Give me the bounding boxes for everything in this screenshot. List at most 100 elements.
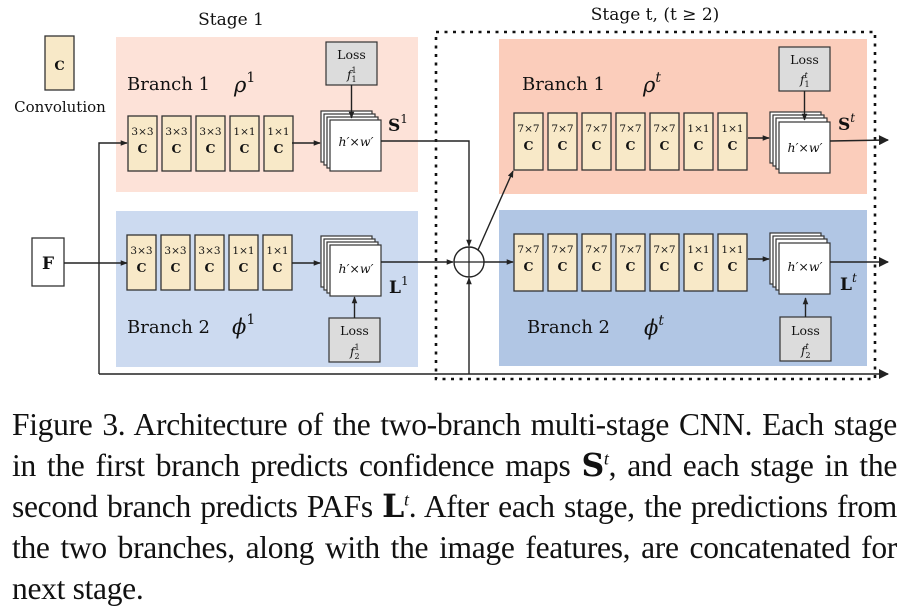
staget-branch1-feature-map: h′×w′ [769,111,831,174]
stage1-output-s: S1 [388,112,408,136]
input-features-box: F [31,237,65,287]
conv-block: 3×3C [161,115,192,172]
feature-size-label: h′×w′ [788,259,823,274]
conv-block: 7×7C [649,112,680,171]
staget-output-l: Lt [840,271,857,295]
svg-text:Loss: Loss [790,52,819,67]
conv-kernel-size: 7×7 [585,123,607,135]
input-label: F [42,254,54,274]
stage1-branch1-feature-map: h′×w′ [320,110,382,172]
staget-branch2-label: Branch 2 [527,317,610,338]
svg-text:f2t: f2t [800,342,811,360]
conv-block: 7×7C [615,112,646,171]
conv-block: 3×3C [160,234,191,291]
stage1-branch1-loss: Loss f11 [325,41,378,86]
conv-letter: C [524,259,534,274]
staget-branch1-conv-stack: 7×7C7×7C7×7C7×7C7×7C1×1C1×1C [513,112,748,171]
conv-kernel-size: 3×3 [131,126,153,138]
conv-letter: C [660,138,670,153]
conv-kernel-size: 1×1 [267,126,289,138]
staget-dotted-border [434,30,877,381]
conv-kernel-size: 3×3 [164,245,186,257]
stage1-branch2-loss: Loss f21 [328,317,381,363]
conv-block: 1×1C [262,234,293,291]
conv-block: 7×7C [581,233,612,292]
svg-text:Loss: Loss [340,323,369,338]
conv-letter: C [240,141,250,156]
staget-branch2-symbol: ϕt [644,313,664,340]
conv-kernel-size: 1×1 [687,244,709,256]
conv-kernel-size: 1×1 [232,245,254,257]
conv-letter: C [728,259,738,274]
staget-branch2-conv-stack: 7×7C7×7C7×7C7×7C7×7C1×1C1×1C [513,233,748,292]
conv-letter: C [694,259,704,274]
conv-kernel-size: 1×1 [233,126,255,138]
connections [64,85,889,379]
arrow-st-output-s [829,135,889,146]
svg-text:Loss: Loss [791,323,820,338]
conv-block: 7×7C [513,112,544,171]
conv-block: 1×1C [228,234,259,291]
conv-kernel-size: 7×7 [551,123,573,135]
conv-block: 7×7C [547,233,578,292]
conv-kernel-size: 1×1 [721,123,743,135]
conv-block: 3×3C [127,115,158,172]
staget-branch1-symbol: ρt [642,70,661,97]
legend-convolution: C Convolution [14,35,106,116]
conv-letter: C [239,260,249,275]
svg-text:f1t: f1t [799,71,810,89]
stage1-branch1-conv-stack: 3×3C3×3C3×3C1×1C1×1C [127,115,294,172]
conv-block: 7×7C [581,112,612,171]
staget-output-s: St [838,111,855,135]
stage1-title: Stage 1 [198,10,264,30]
conv-letter: C [205,260,215,275]
legend-conv-block [44,35,75,91]
legend-conv-label: Convolution [14,98,106,116]
figure-caption: Figure 3. Architecture of the two-branch… [12,407,898,606]
conv-letter: C [626,138,636,153]
arrow-concat-to-staget-branch1 [477,170,514,251]
cnn-architecture-diagram: Stage 1 Stage t, (t ≥ 2) C Convolution B… [14,5,889,381]
feature-size-label: h′×w′ [339,134,374,149]
conv-letter: C [558,259,568,274]
conv-kernel-size: 7×7 [619,244,641,256]
conv-kernel-size: 7×7 [517,244,539,256]
conv-letter: C [728,138,738,153]
conv-kernel-size: 7×7 [619,123,641,135]
conv-letter: C [524,138,534,153]
conv-block: 1×1C [717,112,748,171]
conv-block: 1×1C [263,115,294,172]
conv-letter: C [172,141,182,156]
conv-letter: C [592,259,602,274]
arrow-f-to-branch1 [98,140,128,374]
conv-block: 7×7C [615,233,646,292]
conv-kernel-size: 3×3 [130,245,152,257]
conv-kernel-size: 7×7 [551,244,573,256]
conv-block: 1×1C [683,112,714,171]
conv-letter: C [137,260,147,275]
staget-title: Stage t, (t ≥ 2) [591,5,720,25]
conv-kernel-size: 3×3 [199,126,221,138]
stage1-branch2-label: Branch 2 [127,317,210,338]
conv-block: 7×7C [513,233,544,292]
conv-letter: C [171,260,181,275]
svg-text:Loss: Loss [337,47,366,62]
conv-block: 3×3C [195,115,226,172]
staget-branch2-loss: Loss f2t [779,316,832,362]
conv-block: 1×1C [717,233,748,292]
conv-kernel-size: 3×3 [198,245,220,257]
stage1-branch2-feature-map: h′×w′ [320,235,382,297]
conv-letter: C [274,141,284,156]
conv-kernel-size: 7×7 [653,244,675,256]
svg-text:f11: f11 [346,66,357,84]
conv-letter: C [694,138,704,153]
conv-block: 3×3C [194,234,225,291]
conv-kernel-size: 1×1 [687,123,709,135]
staget-branch2-feature-map: h′×w′ [769,232,831,295]
conv-letter: C [206,141,216,156]
stage1-branch2-symbol: ϕ1 [232,312,255,339]
conv-kernel-size: 7×7 [517,123,539,135]
feature-size-label: h′×w′ [339,261,374,276]
arrow-s1-to-concat [381,140,472,247]
stage1-output-l: L1 [389,274,409,298]
